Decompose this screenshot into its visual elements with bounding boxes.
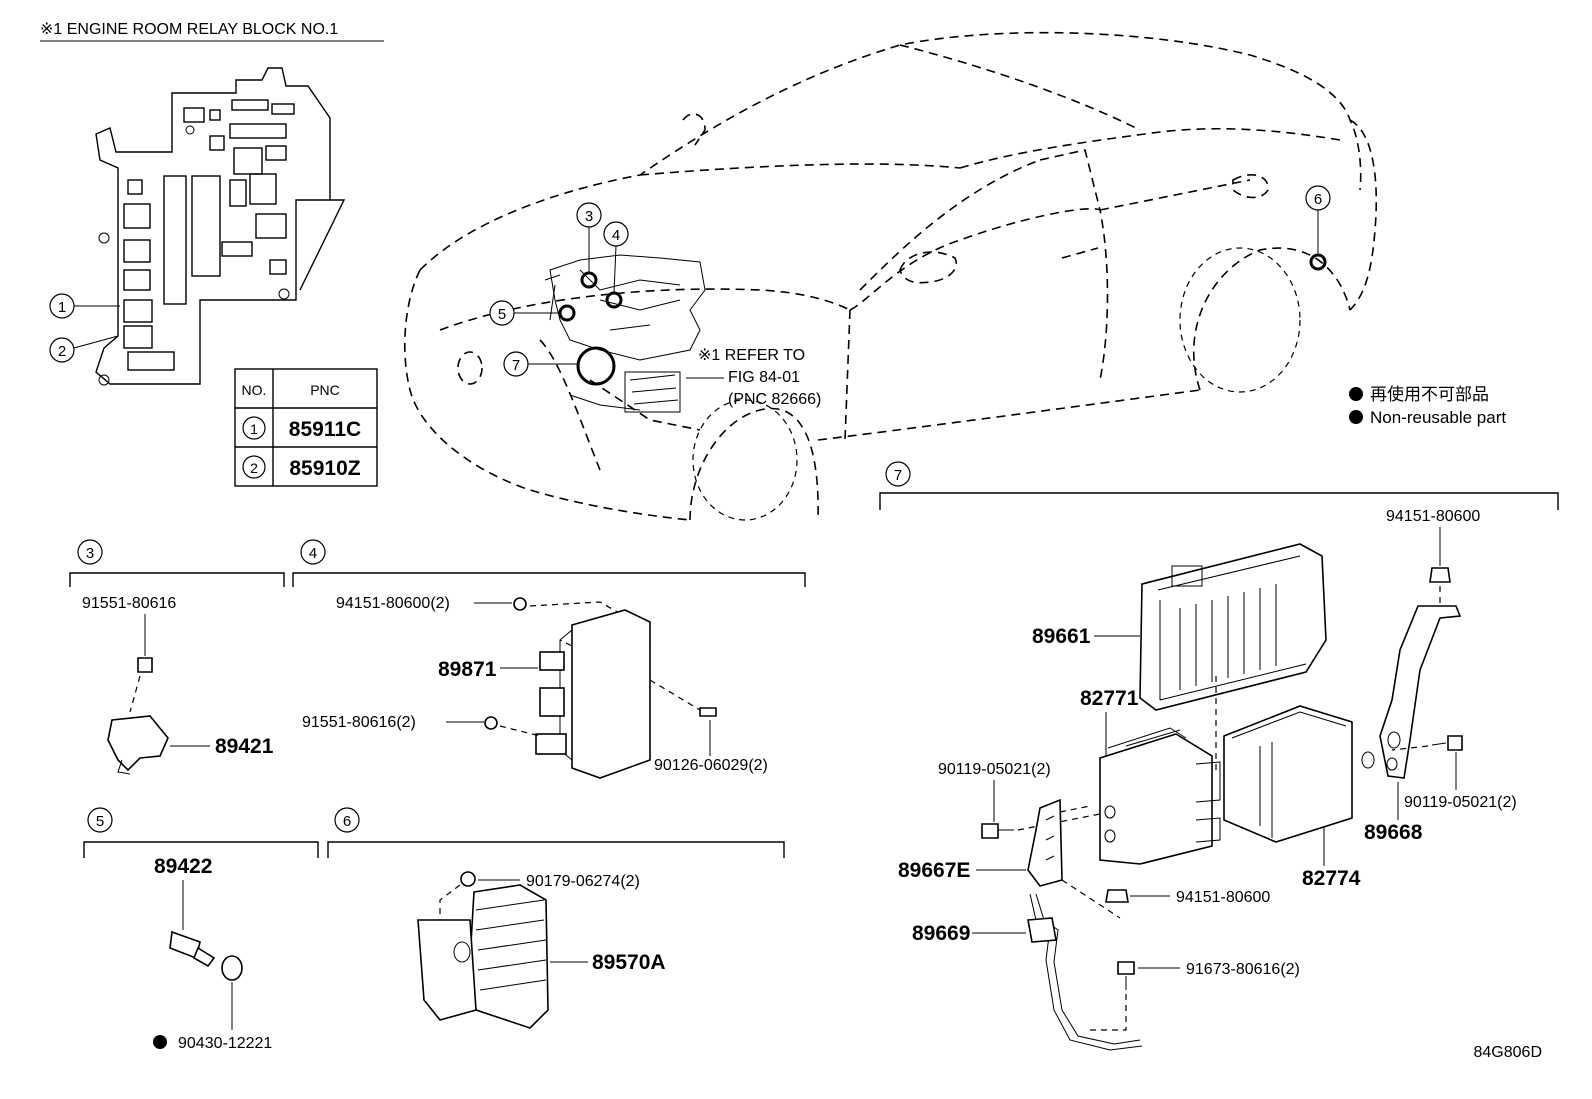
engine-illustration <box>544 254 706 413</box>
marker-7: 7 <box>503 346 616 386</box>
table-header-pnc: PNC <box>310 382 340 398</box>
non-reusable-dot-icon <box>1349 410 1363 424</box>
table-row-pnc: 85910Z <box>289 457 360 480</box>
svg-text:7: 7 <box>894 467 902 484</box>
marker-4: 4 <box>603 221 629 309</box>
non-reusable-dot-icon <box>153 1035 167 1049</box>
part-label: 89570A <box>592 951 666 974</box>
svg-text:7: 7 <box>512 357 520 374</box>
section-7: 7 94151-80600 89668 89661 82771 8277 <box>879 461 1559 1051</box>
section-5: 5 89422 90430-12221 <box>83 807 319 1052</box>
svg-text:5: 5 <box>498 306 506 323</box>
marker-5: 5 <box>489 300 576 326</box>
svg-text:4: 4 <box>309 545 317 562</box>
part-label: 82774 <box>1302 867 1361 890</box>
part-label: 94151-80600 <box>1386 508 1480 525</box>
svg-text:6: 6 <box>1314 191 1322 208</box>
table-row-pnc: 85911C <box>289 418 361 441</box>
part-label: 89871 <box>438 658 497 681</box>
part-label: 91551-80616 <box>82 595 176 612</box>
legend-item-jp: 再使用不可部品 <box>1370 384 1489 404</box>
svg-text:6: 6 <box>343 813 351 830</box>
part-label: 91673-80616(2) <box>1186 961 1300 978</box>
part-label: 89668 <box>1364 821 1423 844</box>
svg-text:2: 2 <box>58 343 66 360</box>
part-label: 89421 <box>215 735 274 758</box>
section-6: 6 90179-06274(2) 89570A <box>327 807 785 1029</box>
part-label: 89669 <box>912 922 970 945</box>
non-reusable-dot-icon <box>1349 387 1363 401</box>
part-label: 90179-06274(2) <box>526 873 640 890</box>
part-label: 90126-06029(2) <box>654 757 768 774</box>
section-3: 3 91551-80616 89421 <box>69 539 285 775</box>
marker-3: 3 <box>576 202 602 289</box>
part-label: 90119-05021(2) <box>1404 794 1517 811</box>
part-label: 89667E <box>898 859 970 882</box>
car-outline <box>404 31 1378 521</box>
svg-text:4: 4 <box>612 227 620 244</box>
pnc-table: NO. PNC 1 85911C 2 85910Z <box>234 368 378 487</box>
part-label: 82771 <box>1080 687 1139 710</box>
marker-2: 2 <box>49 335 119 363</box>
svg-text:(PNC 82666): (PNC 82666) <box>728 391 821 408</box>
figure-id: 84G806D <box>1474 1044 1543 1061</box>
svg-text:3: 3 <box>86 545 94 562</box>
part-label: 90119-05021(2) <box>938 761 1051 778</box>
svg-text:3: 3 <box>585 208 593 225</box>
svg-text:5: 5 <box>96 813 104 830</box>
part-label: 89661 <box>1032 625 1091 648</box>
table-row-no: 1 <box>250 421 258 437</box>
svg-text:※1 REFER TO: ※1 REFER TO <box>698 347 805 364</box>
part-label: 89422 <box>154 855 212 878</box>
relay-block-title: ※1 ENGINE ROOM RELAY BLOCK NO.1 <box>40 21 338 38</box>
marker-6: 6 <box>1305 185 1331 271</box>
relay-block-drawing <box>95 67 346 386</box>
table-row-no: 2 <box>250 460 258 476</box>
table-header-no: NO. <box>242 382 267 398</box>
svg-text:1: 1 <box>58 299 66 316</box>
section-4: 4 94151-80600(2) 89871 91551-80616(2) 90… <box>292 539 806 779</box>
marker-1: 1 <box>49 293 120 319</box>
part-label: 94151-80600 <box>1176 889 1270 906</box>
part-label: 94151-80600(2) <box>336 595 450 612</box>
part-label: 90430-12221 <box>178 1035 272 1052</box>
svg-text:FIG 84-01: FIG 84-01 <box>728 369 800 386</box>
legend: 再使用不可部品 Non-reusable part <box>1349 384 1506 427</box>
refer-note: ※1 REFER TO FIG 84-01 (PNC 82666) <box>686 347 821 408</box>
legend-item-en: Non-reusable part <box>1370 408 1506 427</box>
part-label: 91551-80616(2) <box>302 714 416 731</box>
